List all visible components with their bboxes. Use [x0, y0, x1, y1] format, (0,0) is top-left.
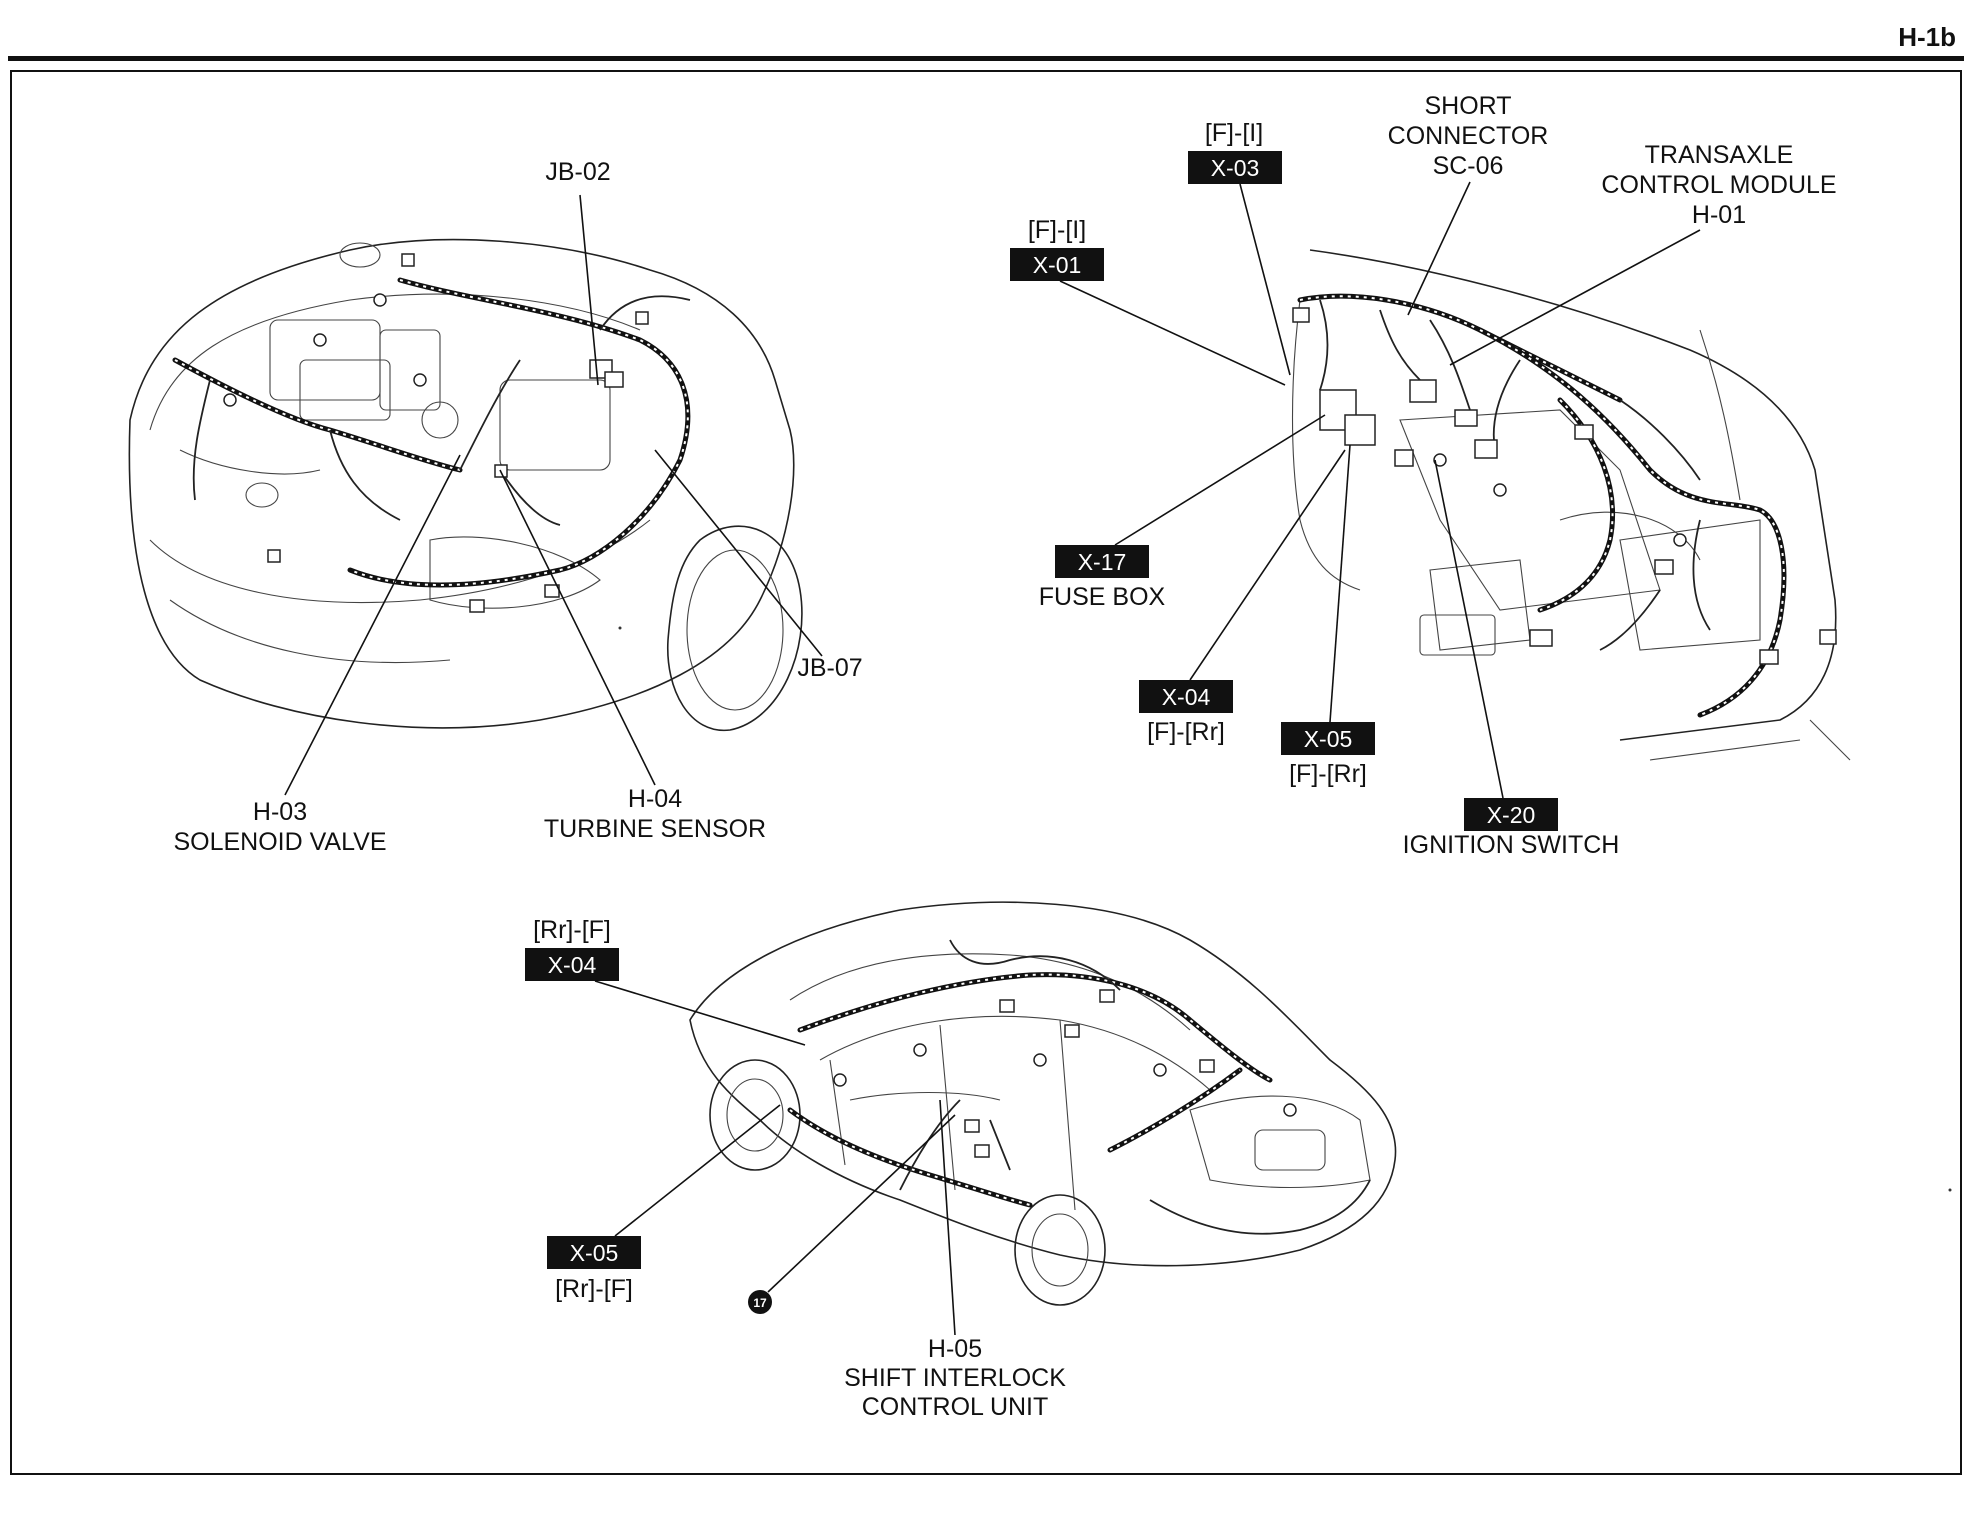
label-x-04-rear-side: [Rr]-[F]	[533, 916, 611, 944]
label-x-05-front: X-05	[1304, 726, 1353, 752]
connector-box-x-01	[1010, 248, 1104, 281]
label-x-05-rear-side: [Rr]-[F]	[555, 1275, 633, 1303]
label-x-03: X-03	[1211, 155, 1260, 181]
label-tcm-line2: CONTROL MODULE	[1601, 171, 1836, 199]
connector-box-x-05-front	[1281, 722, 1375, 755]
label-h-05-line1: SHIFT INTERLOCK	[844, 1364, 1066, 1392]
label-fuse-box: FUSE BOX	[1039, 583, 1166, 611]
ground-point-marker	[748, 1290, 772, 1314]
connector-box-x-04-front	[1139, 680, 1233, 713]
instrument-panel-illustration	[1291, 249, 1851, 761]
label-sc-06-line1: SHORT	[1424, 92, 1511, 120]
label-x-03-side: [F]-[I]	[1205, 119, 1263, 147]
connector-box-x-20	[1464, 798, 1558, 831]
label-h-03-name: SOLENOID VALVE	[173, 828, 386, 856]
label-x-01: X-01	[1033, 252, 1082, 278]
label-h-05-code: H-05	[928, 1335, 982, 1363]
connector-box-x-17	[1055, 545, 1149, 578]
connector-box-x-03	[1188, 151, 1282, 184]
header-rule	[8, 56, 1964, 61]
vehicle-body-illustration	[689, 901, 1397, 1306]
label-sc-06-line3: SC-06	[1433, 152, 1504, 180]
label-sc-06-line2: CONNECTOR	[1388, 122, 1549, 150]
scan-dot	[1948, 1188, 1952, 1192]
label-h-04-name: TURBINE SENSOR	[544, 815, 766, 843]
page-number: H-1b	[1898, 22, 1956, 52]
label-x-04-front: X-04	[1162, 684, 1211, 710]
label-tcm-line1: TRANSAXLE	[1645, 141, 1794, 169]
engine-compartment-illustration	[128, 238, 803, 732]
label-x-17: X-17	[1078, 549, 1127, 575]
connector-box-x-05-rear	[547, 1236, 641, 1269]
label-ignition-switch: IGNITION SWITCH	[1403, 831, 1620, 859]
label-x-04-rear: X-04	[548, 952, 597, 978]
label-jb-07: JB-07	[797, 654, 862, 682]
label-x-20: X-20	[1487, 802, 1536, 828]
label-x-01-side: [F]-[I]	[1028, 216, 1086, 244]
scan-dot	[618, 626, 622, 630]
label-x-04-front-side: [F]-[Rr]	[1147, 718, 1225, 746]
label-h-03-code: H-03	[253, 798, 307, 826]
label-x-05-rear: X-05	[570, 1240, 619, 1266]
label-tcm-line3: H-01	[1692, 201, 1746, 229]
diagram-frame	[10, 70, 1962, 1475]
ground-point-17: 17	[753, 1296, 767, 1310]
label-h-05-line2: CONTROL UNIT	[862, 1393, 1049, 1421]
label-x-05-front-side: [F]-[Rr]	[1289, 760, 1367, 788]
connector-box-x-04-rear	[525, 948, 619, 981]
label-h-04-code: H-04	[628, 785, 682, 813]
label-jb-02: JB-02	[545, 158, 610, 186]
